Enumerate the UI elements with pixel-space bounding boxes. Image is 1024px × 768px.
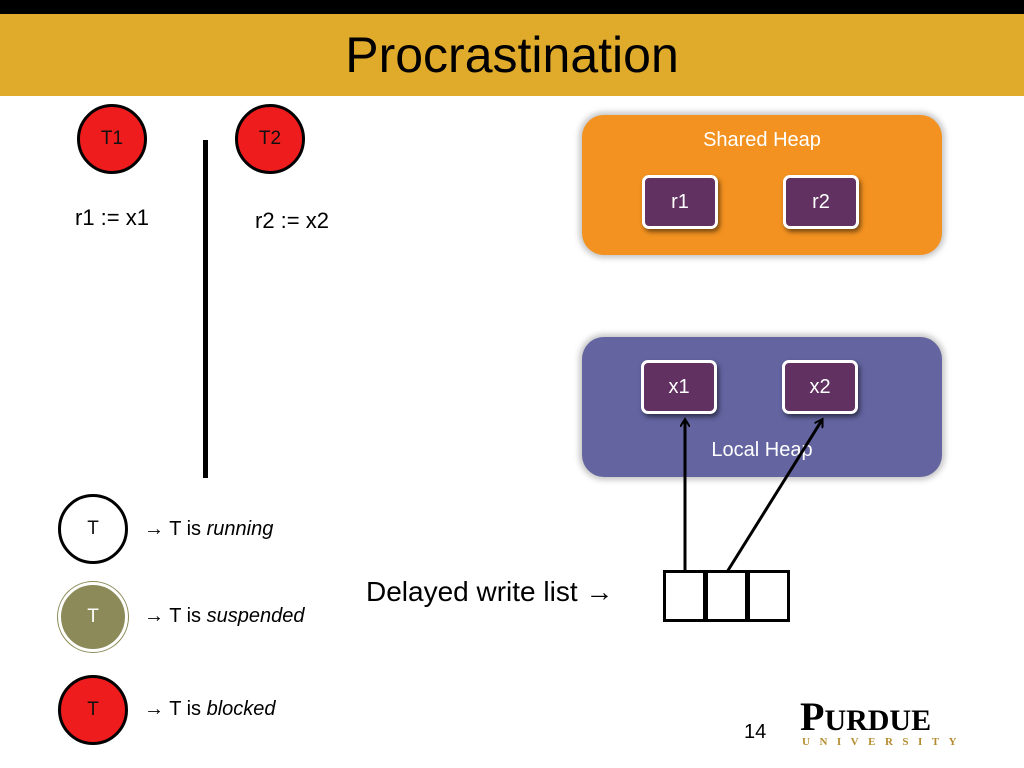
legend-suspended-state: suspended xyxy=(206,605,305,627)
shared-heap-cell-r2: r2 xyxy=(783,175,859,229)
slide-title: Procrastination xyxy=(345,27,679,83)
thread-t1-circle: T1 xyxy=(77,104,147,174)
shared-heap-cell-r1: r1 xyxy=(642,175,718,229)
legend-suspended-prefix: → T is xyxy=(144,605,207,627)
legend-suspended-circle: T xyxy=(58,582,128,652)
legend-blocked-prefix: → T is xyxy=(144,698,207,720)
delayed-write-list-label: Delayed write list → xyxy=(366,576,614,607)
legend-running-prefix: → T is xyxy=(144,518,207,540)
local-heap-cell-x2: x2 xyxy=(782,360,858,414)
legend-blocked-circle: T xyxy=(58,675,128,745)
title-bar xyxy=(0,14,1024,96)
thread-separator-line xyxy=(203,140,208,478)
logo-rest: URDUE xyxy=(824,704,932,737)
purdue-logo: PURDUE xyxy=(800,697,931,741)
delayed-write-slot xyxy=(705,570,748,622)
legend-running-state: running xyxy=(206,518,274,540)
thread-t1-statement: r1 := x1 xyxy=(75,205,149,230)
delayed-write-slot xyxy=(747,570,790,622)
thread-t2-circle: T2 xyxy=(235,104,305,174)
legend-suspended-text: → T is suspended xyxy=(144,605,304,628)
local-heap-cell-x1: x1 xyxy=(641,360,717,414)
arrow-to-x2 xyxy=(725,420,822,573)
page-number: 14 xyxy=(744,721,767,743)
top-black-bar xyxy=(0,0,1024,14)
legend-blocked-text: → T is blocked xyxy=(144,698,276,721)
local-heap-label: Local Heap xyxy=(711,439,813,461)
purdue-logo-subtitle: UNIVERSITY xyxy=(802,736,967,748)
local-heap-box: Local Heap x1 x2 xyxy=(582,337,942,477)
shared-heap-box: Shared Heap r1 r2 xyxy=(582,115,942,255)
shared-heap-label: Shared Heap xyxy=(703,129,821,151)
delayed-write-slot xyxy=(663,570,706,622)
legend-running-text: → T is running xyxy=(144,518,273,541)
legend-blocked-state: blocked xyxy=(206,698,276,720)
thread-t2-statement: r2 := x2 xyxy=(255,208,329,233)
logo-initial: P xyxy=(800,694,825,739)
legend-running-circle: T xyxy=(58,494,128,564)
